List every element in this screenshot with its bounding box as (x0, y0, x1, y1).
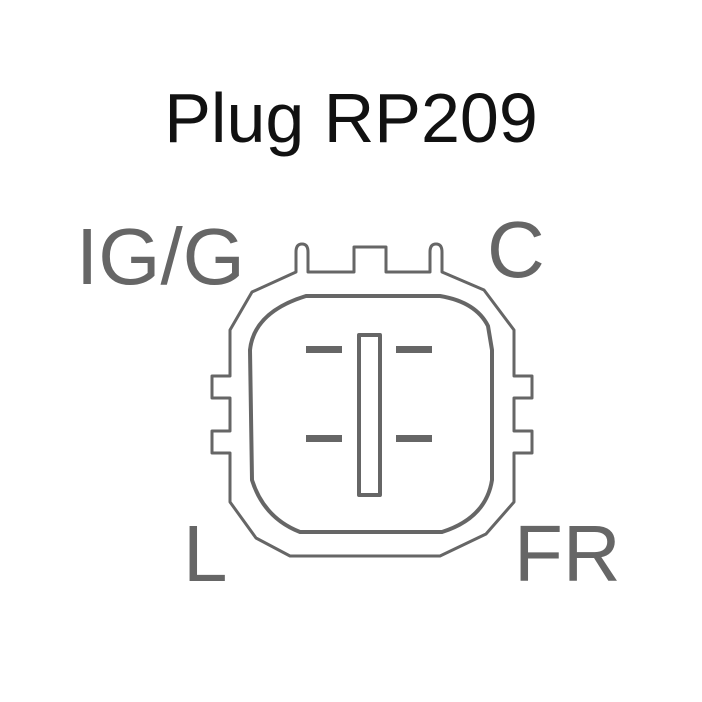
terminal-pin-bottom-left (306, 435, 342, 442)
pin-label-l: L (183, 509, 228, 598)
key-slot (357, 333, 382, 497)
pin-label-c: C (487, 205, 545, 294)
terminal-pin-top-right (396, 346, 432, 353)
terminal-pin-bottom-right (396, 435, 432, 442)
housing-inner (248, 294, 494, 534)
pin-label-ig-g: IG/G (76, 212, 245, 301)
diagram-title: Plug RP209 (164, 79, 538, 157)
housing-outer (210, 242, 534, 558)
pin-label-fr: FR (514, 509, 621, 598)
terminal-pin-top-left (306, 346, 342, 353)
